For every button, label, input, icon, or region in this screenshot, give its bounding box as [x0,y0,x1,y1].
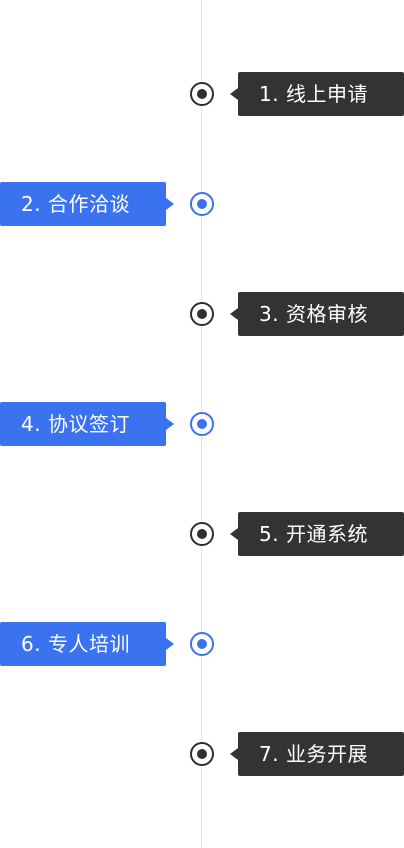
step-5-label: 5. 开通系统 [230,512,404,556]
step-4-label: 4. 协议签订 [0,402,174,446]
step-3-label: 3. 资格审核 [230,292,404,336]
step-5-node-icon [190,522,214,546]
step-6-label: 6. 专人培训 [0,622,174,666]
step-6-node-icon [190,632,214,656]
step-1-label: 1. 线上申请 [230,72,404,116]
step-1-node-icon [190,82,214,106]
step-4-node-icon [190,412,214,436]
step-3-node-icon [190,302,214,326]
step-2-label: 2. 合作洽谈 [0,182,174,226]
step-7-label: 7. 业务开展 [230,732,404,776]
step-2-node-icon [190,192,214,216]
step-7-node-icon [190,742,214,766]
